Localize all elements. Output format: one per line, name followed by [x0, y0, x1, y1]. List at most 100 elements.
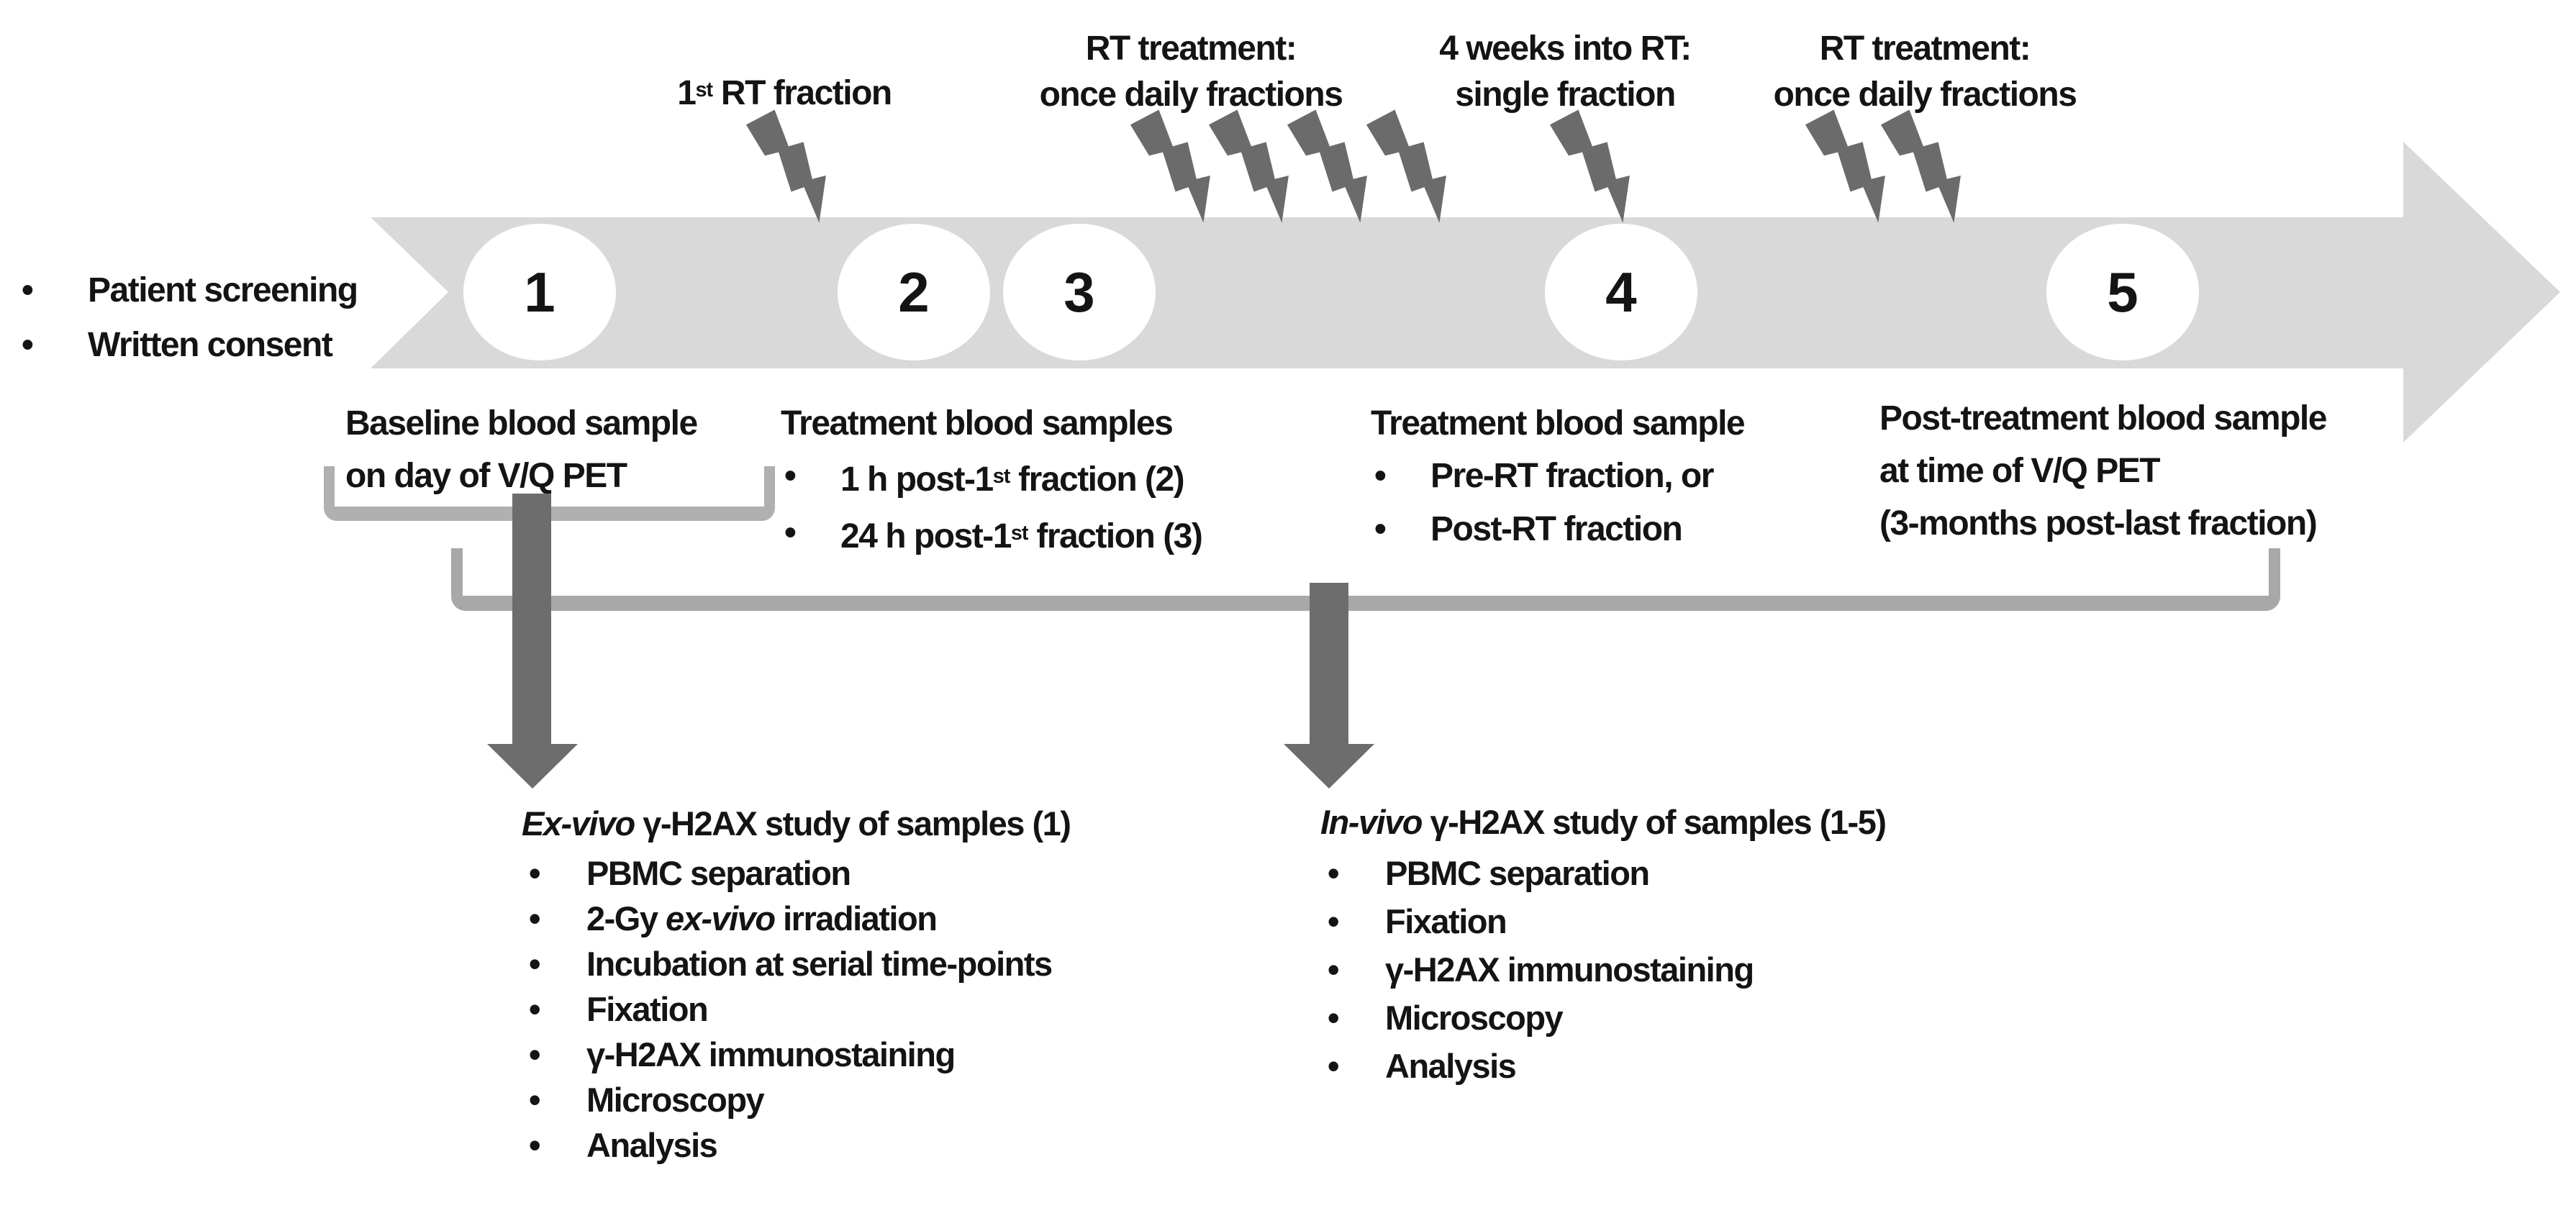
- list-item: • 24 h post-1st fraction (3): [781, 507, 1203, 563]
- block-line: at time of V/Q PET: [1879, 452, 2161, 490]
- item-text: 1 h post-1: [840, 460, 994, 499]
- timeline-node-1: 1: [463, 224, 616, 360]
- bullet-icon: •: [22, 326, 34, 364]
- item-text: γ-H2AX immunostaining: [586, 1032, 956, 1077]
- node-number: 4: [1605, 260, 1637, 324]
- timeline-arrow: [371, 142, 2560, 442]
- node-number: 3: [1063, 260, 1095, 324]
- block-title: Treatment blood samples: [781, 404, 1174, 442]
- bullet-icon: •: [1328, 1047, 1340, 1085]
- item-text: Fixation: [1385, 902, 1507, 940]
- bullet-icon: •: [22, 271, 34, 309]
- post-treatment-sample-block: Post-treatment blood sample at time of V…: [1879, 392, 2327, 550]
- item-text-italic: ex-vivo: [666, 899, 776, 937]
- item-text: Microscopy: [586, 1077, 765, 1122]
- lightning-bolt-icon: [1880, 109, 1961, 223]
- study-title-text: γ-H2AX study of samples (1): [634, 804, 1071, 843]
- list-item: • Analysis: [522, 1122, 1070, 1168]
- study-title: In-vivo γ-H2AX study of samples (1-5): [1320, 799, 1887, 846]
- list-item: • Written consent: [22, 318, 358, 373]
- list-item: • Analysis: [1320, 1042, 1885, 1090]
- item-text: Post-RT fraction: [1430, 510, 1683, 548]
- arrow-shaft: [1310, 583, 1348, 745]
- label-text: 1: [677, 73, 697, 112]
- item-text: PBMC separation: [586, 850, 851, 896]
- note-text: Written consent: [88, 326, 333, 364]
- item-text: Fixation: [586, 990, 709, 1028]
- list-item: •γ-H2AX immunostaining: [522, 1032, 1070, 1077]
- item-text: Fixation: [586, 986, 709, 1032]
- list-item: • 2-Gy ex-vivo irradiation: [522, 896, 1070, 941]
- block-line: Post-treatment blood sample: [1879, 399, 2327, 437]
- baseline-sample-block: Baseline blood sample on day of V/Q PET: [345, 397, 698, 502]
- item-text: 2-Gy: [586, 899, 666, 937]
- bullet-icon: •: [529, 854, 541, 892]
- bullet-icon: •: [529, 899, 541, 937]
- label-text: RT fraction: [712, 73, 892, 112]
- block-title: Treatment blood sample: [1371, 404, 1746, 442]
- bullet-icon: •: [784, 457, 797, 495]
- timeline-node-2: 2: [838, 224, 990, 360]
- arrow-head: [487, 744, 578, 789]
- list-item: •Microscopy: [522, 1077, 1070, 1122]
- item-text: γ-H2AX immunostaining: [1385, 945, 1754, 994]
- timeline-node-5: 5: [2046, 224, 2199, 360]
- label-line: once daily fractions: [1773, 76, 2077, 114]
- list-item: •Microscopy: [1320, 994, 1885, 1042]
- item-text: fraction (2): [1010, 460, 1185, 499]
- lightning-bolt-icon: [1130, 109, 1210, 223]
- item-text: Fixation: [1385, 897, 1507, 945]
- lightning-bolt-icon: [1805, 109, 1885, 223]
- treatment-samples-block: Treatment blood samples • 1 h post-1st f…: [781, 397, 1203, 563]
- bullet-icon: •: [784, 513, 797, 552]
- study-title-italic: Ex-vivo: [522, 804, 635, 843]
- note-text: Patient screening: [88, 271, 358, 309]
- item-text: Analysis: [1385, 1047, 1517, 1085]
- timeline-node-4: 4: [1545, 224, 1697, 360]
- item-text: Incubation at serial time-points: [586, 945, 1053, 983]
- node-number: 2: [898, 260, 930, 324]
- item-text: γ-H2AX immunostaining: [586, 1035, 956, 1073]
- item-text: γ-H2AX immunostaining: [1385, 950, 1754, 989]
- label-rt-treatment-daily-2: RT treatment: once daily fractions: [1745, 26, 2105, 118]
- item-text: fraction (3): [1028, 517, 1203, 555]
- block-line: on day of V/Q PET: [345, 457, 627, 495]
- list-item: • Patient screening: [22, 263, 358, 318]
- list-item: • Fixation: [1320, 897, 1885, 945]
- bullet-icon: •: [1328, 902, 1340, 940]
- bullet-icon: •: [529, 1126, 541, 1164]
- list-item: • Incubation at serial time-points: [522, 941, 1070, 986]
- list-item: •PBMC separation: [1320, 849, 1885, 897]
- item-text: Pre-RT fraction, or: [1430, 457, 1714, 495]
- timeline-node-3: 3: [1003, 224, 1156, 360]
- arrow-head: [1284, 744, 1374, 789]
- item-text: Microscopy: [1385, 994, 1564, 1042]
- treatment-sample-4-block: Treatment blood sample • Pre-RT fraction…: [1371, 397, 1746, 556]
- label-line: once daily fractions: [1039, 76, 1343, 114]
- label-line: 4 weeks into RT:: [1439, 29, 1692, 68]
- study-title-italic: In-vivo: [1320, 803, 1423, 841]
- list-item: •γ-H2AX immunostaining: [1320, 945, 1885, 994]
- item-text: PBMC separation: [1385, 854, 1650, 892]
- lightning-bolt-icon: [745, 109, 826, 223]
- list-item: • Post-RT fraction: [1371, 503, 1744, 556]
- block-line: (3-months post-last fraction): [1879, 504, 2318, 542]
- list-item: • Pre-RT fraction, or: [1371, 450, 1744, 503]
- pre-study-notes: • Patient screening • Written consent: [22, 263, 358, 373]
- label-line: single fraction: [1455, 76, 1676, 114]
- lightning-bolt-icon: [1549, 109, 1630, 223]
- item-text: Microscopy: [1385, 999, 1564, 1037]
- bullet-icon: •: [529, 945, 541, 983]
- block-line: Baseline blood sample: [345, 404, 698, 442]
- item-text: irradiation: [774, 899, 938, 937]
- bullet-icon: •: [1374, 510, 1387, 548]
- item-text: Analysis: [1385, 1042, 1517, 1090]
- lightning-bolt-icon: [1366, 109, 1446, 223]
- bracket-all-samples: [451, 548, 2280, 611]
- label-line: RT treatment:: [1819, 29, 2031, 68]
- item-superscript: st: [992, 465, 1011, 488]
- item-text: Analysis: [586, 1122, 718, 1168]
- item-text: 1 h post-1st fraction (2): [840, 450, 1185, 507]
- label-line: RT treatment:: [1085, 29, 1297, 68]
